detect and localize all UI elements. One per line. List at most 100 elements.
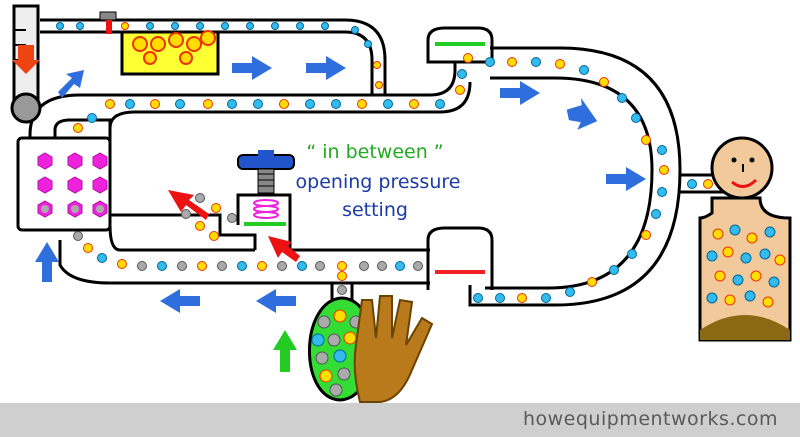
gas-particle xyxy=(321,22,329,30)
gas-particle xyxy=(641,230,651,240)
gas-particle xyxy=(337,271,347,281)
gas-particle xyxy=(73,123,83,133)
gas-particle xyxy=(257,261,267,271)
gas-particle xyxy=(171,22,179,30)
gas-particle xyxy=(457,69,467,79)
gas-particle xyxy=(197,261,207,271)
gas-particle xyxy=(253,99,263,109)
flowmeter xyxy=(10,4,42,124)
gas-particles xyxy=(56,22,713,303)
gas-particle xyxy=(373,61,381,69)
gas-particle xyxy=(237,261,247,271)
gas-particle xyxy=(117,259,127,269)
in-between-label: “ in between ” xyxy=(306,141,444,163)
gas-particle xyxy=(375,81,383,89)
gas-particle xyxy=(177,261,187,271)
hand xyxy=(353,295,434,403)
gas-particle xyxy=(495,293,505,303)
gas-particle xyxy=(473,293,483,303)
gas-particle xyxy=(181,209,191,219)
gas-particle xyxy=(627,249,637,259)
gas-particle xyxy=(631,113,641,123)
gas-particle xyxy=(146,22,154,30)
gas-particle xyxy=(485,57,495,67)
gas-particle xyxy=(413,261,423,271)
gas-particle xyxy=(463,53,473,63)
opening-pressure-label: opening pressure xyxy=(295,171,461,193)
gas-particle xyxy=(125,99,135,109)
gas-particle xyxy=(541,293,551,303)
gas-particle xyxy=(507,57,517,67)
gas-particle xyxy=(687,179,697,189)
gas-particle xyxy=(383,99,393,109)
gas-particle xyxy=(337,285,347,295)
gas-particle xyxy=(209,231,219,241)
gas-particle xyxy=(195,221,205,231)
gas-particle xyxy=(195,193,205,203)
gas-particle xyxy=(359,261,369,271)
gas-particle xyxy=(657,145,667,155)
gas-particle xyxy=(579,65,589,75)
gas-particle xyxy=(357,99,367,109)
gas-particle xyxy=(364,40,372,48)
gas-particle xyxy=(217,261,227,271)
flow-arrows xyxy=(35,56,646,313)
gas-particle xyxy=(105,99,115,109)
patient-body-particles xyxy=(706,224,786,308)
gas-particle xyxy=(395,261,405,271)
gas-particle xyxy=(409,99,419,109)
gas-particle xyxy=(196,22,204,30)
patient xyxy=(698,136,792,342)
gas-particle xyxy=(157,261,167,271)
gas-particle xyxy=(246,22,254,30)
gas-particle xyxy=(455,85,465,95)
gas-particle xyxy=(617,93,627,103)
gas-particle xyxy=(221,22,229,30)
gas-particle xyxy=(297,261,307,271)
green-arrow xyxy=(273,330,297,372)
gas-particle xyxy=(377,261,387,271)
gas-particle xyxy=(277,261,287,271)
gas-particle xyxy=(305,99,315,109)
gas-particle xyxy=(211,203,221,213)
gas-particle xyxy=(555,59,565,69)
gas-particle xyxy=(657,187,667,197)
gas-particle xyxy=(435,99,445,109)
setting-label: setting xyxy=(342,199,408,221)
gas-particle xyxy=(531,57,541,67)
red-arrows xyxy=(168,190,300,262)
gas-particle xyxy=(651,209,661,219)
gas-particle xyxy=(703,179,713,189)
gas-particle xyxy=(315,261,325,271)
gas-particle xyxy=(609,265,619,275)
gas-particle xyxy=(517,293,527,303)
gas-particle xyxy=(331,99,341,109)
absorber-gray-dots xyxy=(41,205,104,213)
gas-particle xyxy=(83,243,93,253)
gas-particle xyxy=(296,22,304,30)
gas-particle xyxy=(137,261,147,271)
gas-particle xyxy=(76,22,84,30)
gas-particle xyxy=(175,99,185,109)
gas-particle xyxy=(73,231,83,241)
gas-particle xyxy=(97,253,107,263)
gas-particle xyxy=(659,165,669,175)
gas-particle xyxy=(121,22,129,30)
gas-particle xyxy=(279,99,289,109)
gas-particle xyxy=(150,99,160,109)
gas-particle xyxy=(227,213,237,223)
gas-particle xyxy=(587,277,597,287)
footer-bar: howequipmentworks.com xyxy=(0,403,800,437)
apl-valve xyxy=(237,150,295,226)
gas-particle xyxy=(87,113,97,123)
gas-particle xyxy=(351,26,359,34)
site-url: howequipmentworks.com xyxy=(522,408,778,430)
gas-particle xyxy=(599,77,609,87)
gas-particle xyxy=(227,99,237,109)
gas-particle xyxy=(203,99,213,109)
gas-particle xyxy=(641,135,651,145)
gas-particle xyxy=(271,22,279,30)
gas-particle xyxy=(56,22,64,30)
vaporiser xyxy=(99,11,220,76)
